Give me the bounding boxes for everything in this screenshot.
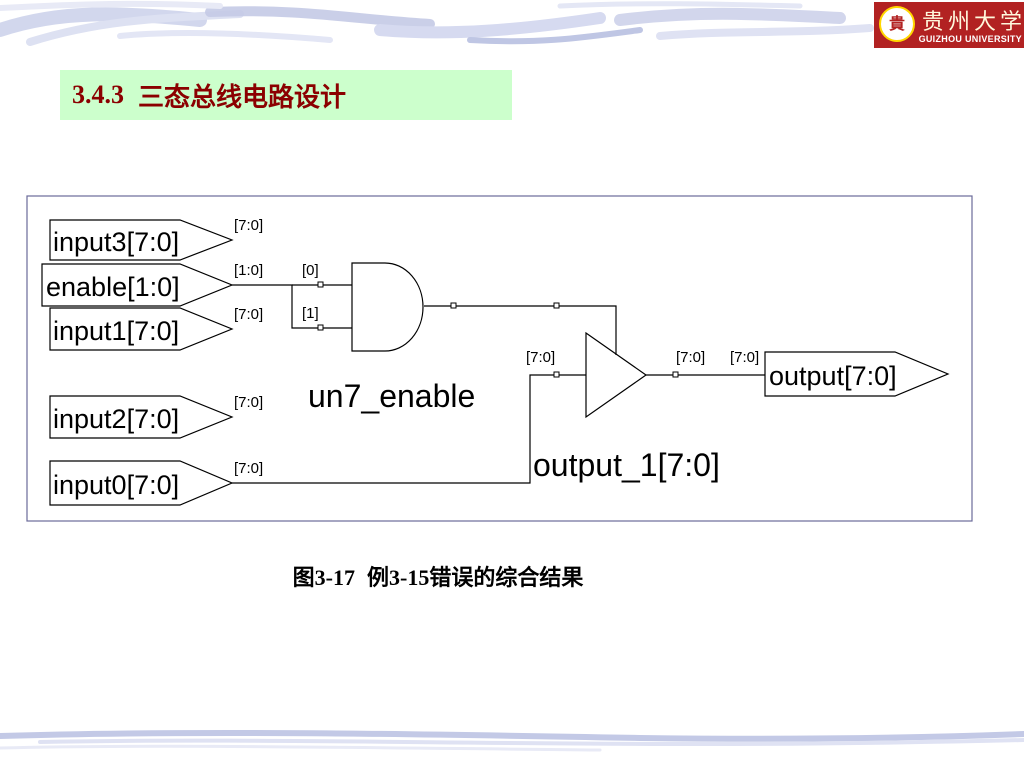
port-label-output: output[7:0] — [769, 361, 897, 391]
top-brush-strokes — [0, 0, 874, 46]
bus-label-input1: [7:0] — [234, 306, 263, 323]
bus-label-enable: [1:0] — [234, 262, 263, 279]
bus-label-output-in: [7:0] — [730, 349, 759, 366]
port-input2 — [49, 395, 234, 439]
bottom-brush-strokes — [0, 729, 1024, 752]
port-enable — [41, 263, 234, 307]
university-seal-icon: 貴 — [879, 6, 915, 42]
port-label-input1: input1[7:0] — [53, 316, 179, 346]
university-name-cn: 贵州大学 — [922, 10, 1024, 35]
section-title-text: 三态总线电路设计 — [138, 82, 347, 112]
figure-text: 例3-15错误的综合结果 — [367, 565, 584, 590]
bus-label-buffer-out: [7:0] — [676, 349, 705, 366]
port-input3 — [49, 219, 234, 261]
port-label-enable: enable[1:0] — [46, 272, 180, 302]
port-output — [764, 351, 950, 397]
port-label-input0: input0[7:0] — [53, 470, 179, 500]
bus-label-input2: [7:0] — [234, 394, 263, 411]
section-number: 3.4.3 — [72, 80, 124, 109]
wire-enable-control — [424, 305, 617, 355]
port-input1 — [49, 307, 234, 351]
port-input0 — [49, 460, 234, 506]
bus-label-enable-bit0: [0] — [302, 262, 319, 279]
bus-label-enable-bit1: [1] — [302, 305, 319, 322]
instance-label-and-gate: un7_enable — [308, 378, 475, 414]
bus-label-input0: [7:0] — [234, 460, 263, 477]
figure-caption: 图3-17 例3-15错误的综合结果 — [0, 560, 876, 592]
and-gate-symbol — [351, 262, 424, 352]
instance-label-buffer: output_1[7:0] — [533, 447, 720, 483]
bus-label-buffer-in: [7:0] — [526, 349, 555, 366]
bus-label-input3: [7:0] — [234, 217, 263, 234]
port-label-input3: input3[7:0] — [53, 227, 179, 257]
figure-label: 图3-17 — [292, 565, 355, 590]
university-name-en: GUIZHOU UNIVERSITY — [918, 34, 1022, 44]
wire-junction-markers — [317, 281, 679, 378]
port-label-input2: input2[7:0] — [53, 404, 179, 434]
section-title: 3.4.3 三态总线电路设计 — [60, 70, 512, 120]
university-logo: 貴 贵州大学 GUIZHOU UNIVERSITY — [874, 2, 1024, 48]
